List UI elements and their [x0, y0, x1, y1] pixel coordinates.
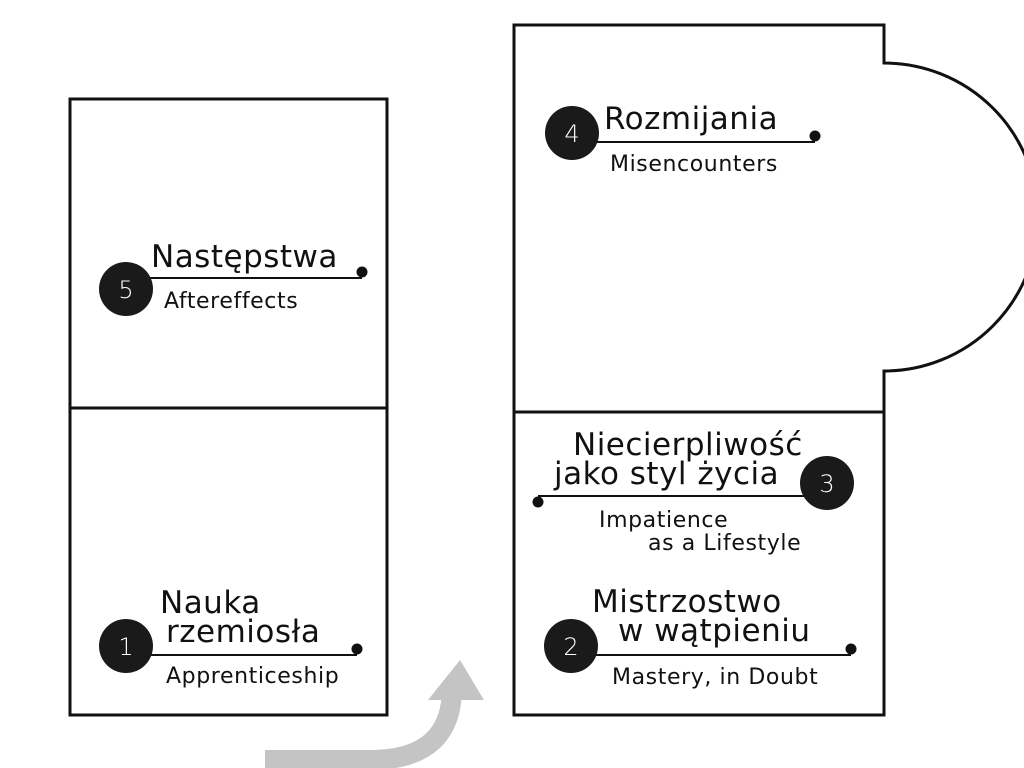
item-5-number: 5: [118, 276, 133, 304]
item-1-dot: [351, 643, 363, 655]
item-3-subtitle-line-2: as a Lifestyle: [648, 531, 801, 556]
item-2-title-line-2: w wątpieniu: [618, 613, 810, 649]
item-3-number: 3: [819, 470, 834, 498]
item-5: 5 Następstwa Aftereffects: [99, 239, 368, 316]
item-4: 4 Rozmijania Misencounters: [545, 101, 821, 177]
item-5-dot: [356, 266, 368, 278]
item-1-subtitle: Apprenticeship: [166, 664, 339, 689]
item-3-title-line-1: Niecierpliwość: [573, 427, 803, 463]
item-1-badge: [99, 619, 153, 673]
item-3-dot: [532, 496, 544, 508]
item-2-subtitle: Mastery, in Doubt: [612, 665, 818, 690]
transition-arrow-head: [428, 660, 484, 700]
item-1-title-line-2: rzemiosła: [166, 614, 320, 650]
item-1-title-line-1: Nauka: [160, 585, 261, 621]
item-2-dot: [845, 643, 857, 655]
item-2-title-line-1: Mistrzostwo: [592, 584, 782, 620]
transition-arrow: [265, 687, 462, 768]
right-block-outline: [512, 23, 1024, 717]
item-5-title: Następstwa: [151, 239, 338, 275]
item-2-number: 2: [563, 633, 578, 661]
item-5-subtitle: Aftereffects: [164, 289, 298, 314]
item-2: 2 Mistrzostwo w wątpieniu Mastery, in Do…: [544, 584, 857, 690]
item-4-dot: [809, 130, 821, 142]
item-4-badge: [545, 106, 599, 160]
item-4-number: 4: [564, 120, 579, 148]
item-2-badge: [544, 619, 598, 673]
item-1: 1 Nauka rzemiosła Apprenticeship: [99, 585, 363, 689]
item-1-number: 1: [118, 633, 133, 661]
item-4-subtitle: Misencounters: [610, 152, 778, 177]
item-3-badge: [800, 456, 854, 510]
item-3-subtitle-line-1: Impatience: [599, 508, 728, 533]
item-4-title: Rozmijania: [604, 101, 778, 137]
item-3: 3 Niecierpliwość jako styl życia Impatie…: [532, 427, 854, 556]
item-3-title-line-2: jako styl życia: [553, 456, 779, 492]
item-5-badge: [99, 262, 153, 316]
